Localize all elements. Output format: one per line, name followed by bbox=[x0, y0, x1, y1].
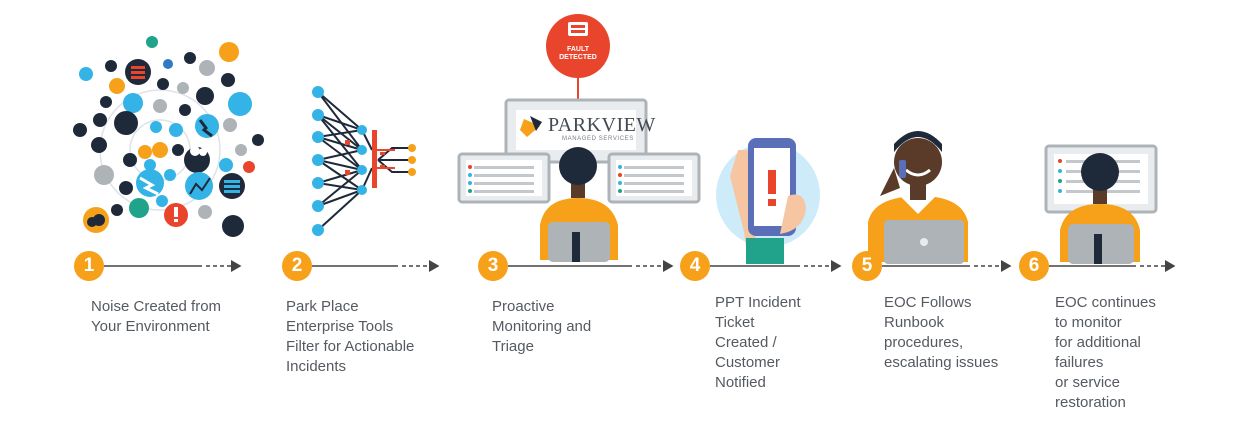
step-1-number: 1 bbox=[74, 251, 104, 281]
step-4-number: 4 bbox=[680, 251, 710, 281]
step-2-number: 2 bbox=[282, 251, 312, 281]
continued-monitoring-workstation bbox=[1044, 144, 1158, 264]
step-3-number: 3 bbox=[478, 251, 508, 281]
step-2-caption: Park Place Enterprise Tools Filter for A… bbox=[286, 298, 415, 375]
step-6-caption: EOC continues to monitor for additional … bbox=[1055, 294, 1156, 411]
parkview-logo: PARKVIEW bbox=[548, 114, 656, 136]
fault-detected-badge-text: FAULT DETECTED bbox=[559, 46, 597, 61]
step-1-caption: Noise Created from Your Environment bbox=[91, 298, 222, 335]
monitoring-workstation bbox=[457, 14, 701, 262]
phone-alert-graphic bbox=[716, 138, 820, 264]
step-5-caption: EOC Follows Runbook procedures, escalati… bbox=[884, 294, 999, 371]
noise-icons-cluster bbox=[73, 36, 264, 237]
parkview-logo-tagline: MANAGED SERVICES bbox=[562, 136, 634, 142]
step-4-caption: PPT Incident Ticket Created / Customer N… bbox=[715, 294, 801, 391]
filter-funnel-graphic bbox=[312, 86, 416, 236]
step-5-number: 5 bbox=[852, 251, 882, 281]
step-6-number: 6 bbox=[1019, 251, 1049, 281]
step-3-caption: Proactive Monitoring and Triage bbox=[492, 298, 592, 355]
eoc-engineer-phone bbox=[868, 131, 968, 264]
